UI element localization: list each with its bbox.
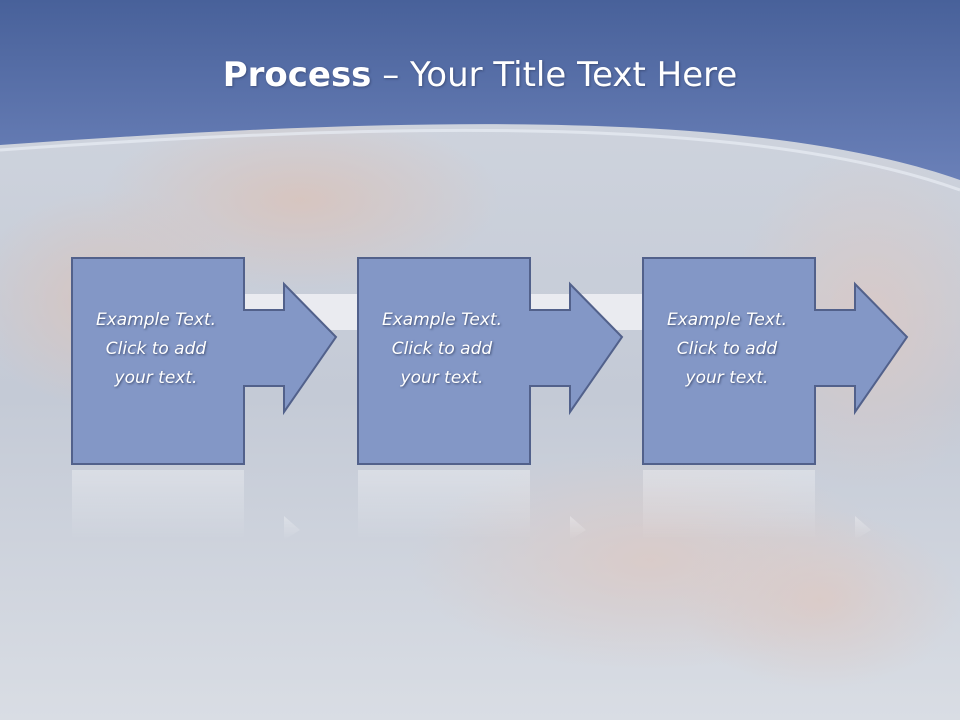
process-step-2[interactable]: Example Text. Click to add your text. (356, 256, 628, 468)
step-text-line-2: Click to add (105, 339, 207, 359)
step-text-line-1: Example Text. (666, 310, 788, 330)
step-text-line-3: your text. (400, 368, 484, 388)
step-arrow-shape (357, 257, 624, 465)
step-arrow-shape (642, 257, 909, 465)
step-text[interactable]: Example Text. Click to add your text. (647, 306, 807, 393)
step-1-reflection (72, 470, 300, 540)
step-text-line-2: Click to add (676, 339, 778, 359)
title-bold-text: Process (222, 55, 372, 95)
step-text-line-1: Example Text. (95, 310, 217, 330)
step-text-line-1: Example Text. (381, 310, 503, 330)
step-text[interactable]: Example Text. Click to add your text. (76, 306, 236, 393)
step-2-reflection (358, 470, 586, 540)
process-step-3[interactable]: Example Text. Click to add your text. (641, 256, 913, 468)
slide-title[interactable]: Process – Your Title Text Here (0, 50, 960, 100)
step-text-line-3: your text. (114, 368, 198, 388)
step-3-reflection (643, 470, 871, 540)
step-text-line-2: Click to add (391, 339, 493, 359)
step-text-line-3: your text. (685, 368, 769, 388)
process-step-1[interactable]: Example Text. Click to add your text. (70, 256, 342, 468)
step-text[interactable]: Example Text. Click to add your text. (362, 306, 522, 393)
title-rest-text: – Your Title Text Here (371, 55, 738, 95)
step-arrow-shape (71, 257, 338, 465)
